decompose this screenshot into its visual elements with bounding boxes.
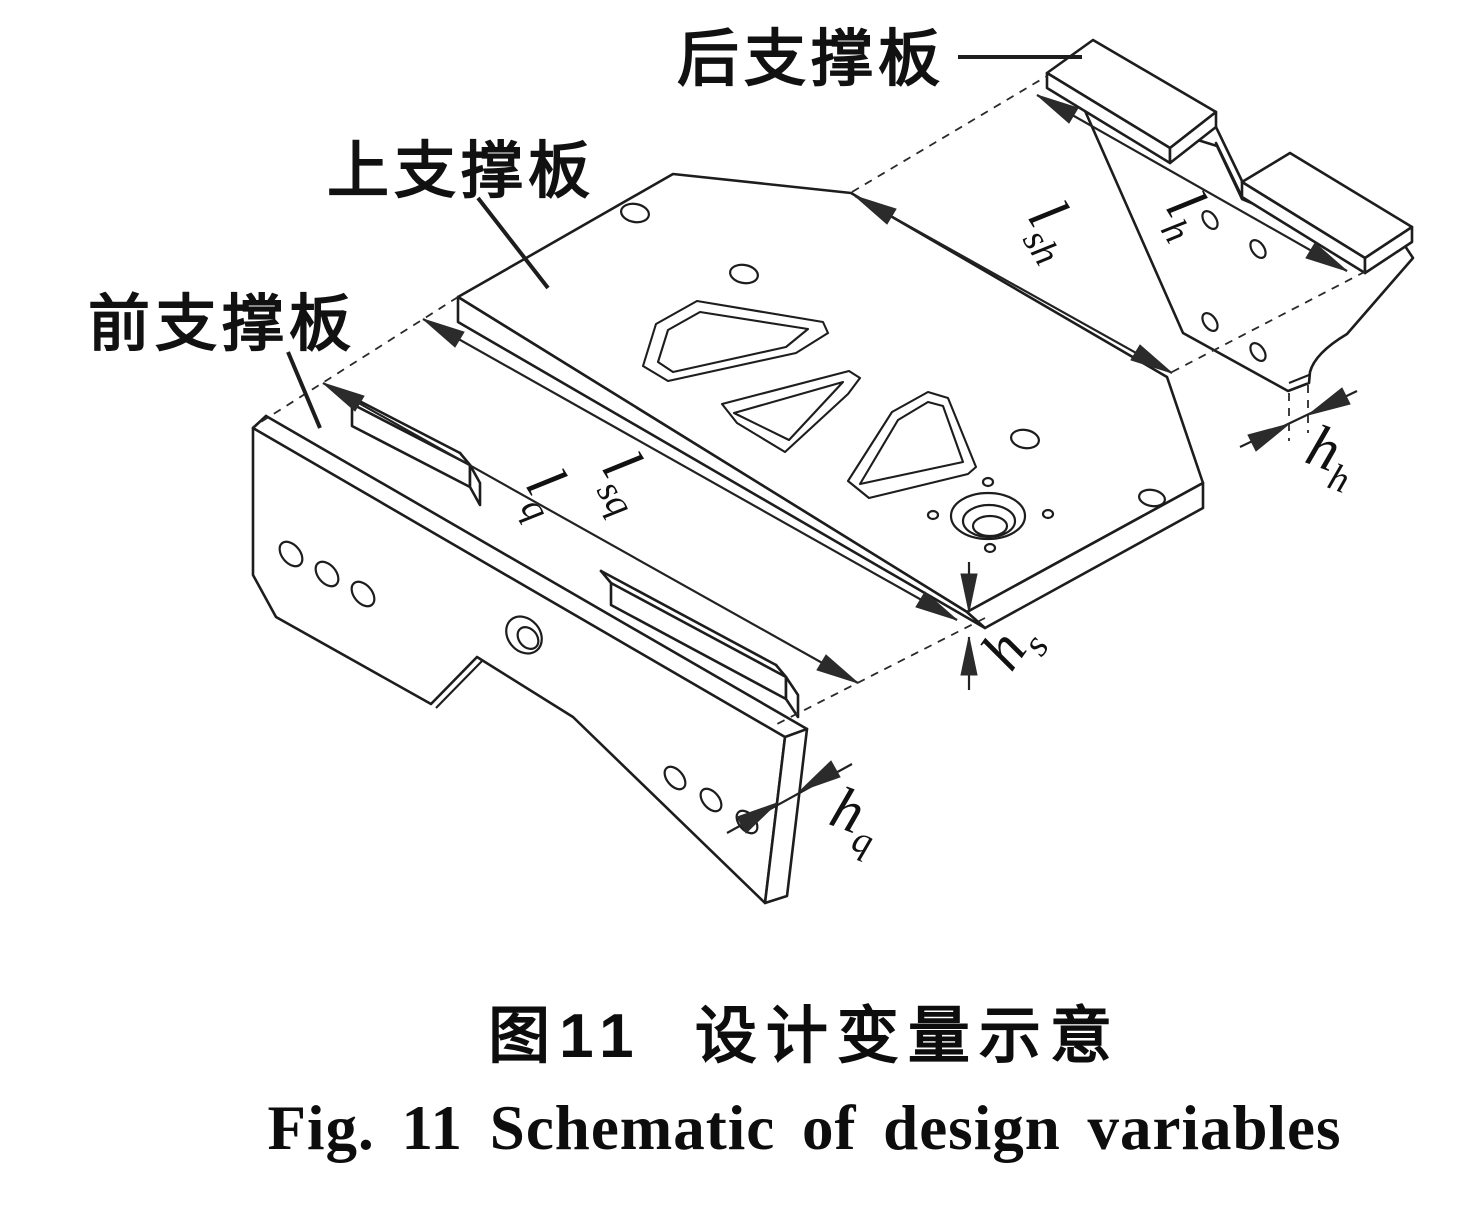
- caption-chinese: 图11 设计变量示意: [488, 1002, 1121, 1071]
- leader-upper-plate: [476, 196, 550, 290]
- arrowhead: [915, 591, 958, 621]
- caption-english: Fig. 11 Schematic of design variables: [267, 1093, 1342, 1163]
- arrowhead: [854, 195, 897, 225]
- rear-plate-holes: [1201, 210, 1267, 362]
- arrowhead: [960, 573, 978, 613]
- arrowhead: [736, 802, 778, 834]
- upper-support-plate: [456, 172, 1205, 630]
- label-rear-plate: 后支撑板: [677, 25, 945, 94]
- arrowhead: [1247, 423, 1290, 452]
- rear-plate-rail-left: [1045, 38, 1218, 165]
- arrowhead: [816, 654, 859, 684]
- arrowhead: [1305, 242, 1348, 272]
- leader-lines: [286, 55, 1082, 429]
- front-plate-tab-right: [599, 569, 800, 719]
- dim-label-h-q: hq: [818, 774, 891, 864]
- rear-plate-rail-right: [1240, 151, 1414, 275]
- dim-label-l-q: lq: [503, 457, 588, 529]
- schematic-drawing: lsh lh lsq lq hs hq hh: [88, 25, 1415, 905]
- label-front-plate: 前支撑板: [88, 290, 356, 359]
- arrowhead: [322, 382, 365, 412]
- dim-label-h-h: hh: [1294, 412, 1367, 502]
- label-upper-plate: 上支撑板: [327, 137, 595, 206]
- dim-label-l-sh: lsh: [1005, 189, 1098, 273]
- upper-plate-holes: [620, 202, 1166, 554]
- front-support-plate: [251, 390, 809, 905]
- arrowhead: [1307, 387, 1351, 416]
- pocket-cutout-middle: [720, 369, 862, 454]
- arrowhead: [1130, 344, 1173, 374]
- pocket-cutout-right: [846, 390, 978, 500]
- front-plate-tab-left: [340, 390, 482, 507]
- dimension-h-h: hh: [1239, 387, 1367, 502]
- dimension-l-q: lq: [322, 382, 859, 684]
- pocket-cutout-left: [641, 299, 830, 383]
- rear-support-plate: [1045, 38, 1415, 393]
- extension-lines: [252, 75, 1373, 726]
- arrowhead: [799, 760, 841, 792]
- upper-plate-right-thickness: [965, 481, 1205, 630]
- arrowhead: [422, 318, 465, 348]
- arrowhead: [960, 636, 978, 676]
- leader-front-plate: [286, 351, 322, 429]
- arrowhead: [1036, 94, 1079, 124]
- countersunk-hole: [949, 491, 1027, 541]
- front-plate-right-thickness: [763, 727, 809, 905]
